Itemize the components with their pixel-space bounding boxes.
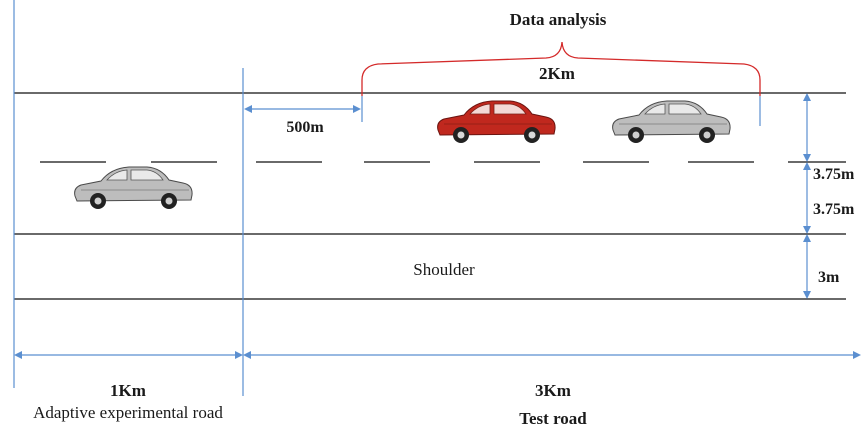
lane-width-label-2: 3.75m [813,201,855,218]
lane-width-label-1: 3.75m [813,166,855,183]
car-icon-gray-right [612,100,731,143]
car-icon-gray-left [74,166,193,209]
five-hundred-m-label: 500m [286,119,324,136]
test-road-label: Test road [519,409,587,428]
lane-width-dimensions [803,93,811,299]
shoulder-label: Shoulder [413,260,475,279]
two-km-label: 2Km [539,64,575,83]
car-icon-red [437,100,556,143]
shoulder-width-label: 3m [818,269,840,286]
one-km-label: 1Km [110,381,146,400]
data-analysis-brace [361,41,761,96]
adaptive-road-label: Adaptive experimental road [33,403,223,422]
data-analysis-label: Data analysis [510,10,607,29]
section-boundaries [13,0,761,396]
length-dimensions [14,351,861,359]
three-km-label: 3Km [535,381,571,400]
road-lines [14,92,846,300]
dimension-500m [244,105,361,113]
